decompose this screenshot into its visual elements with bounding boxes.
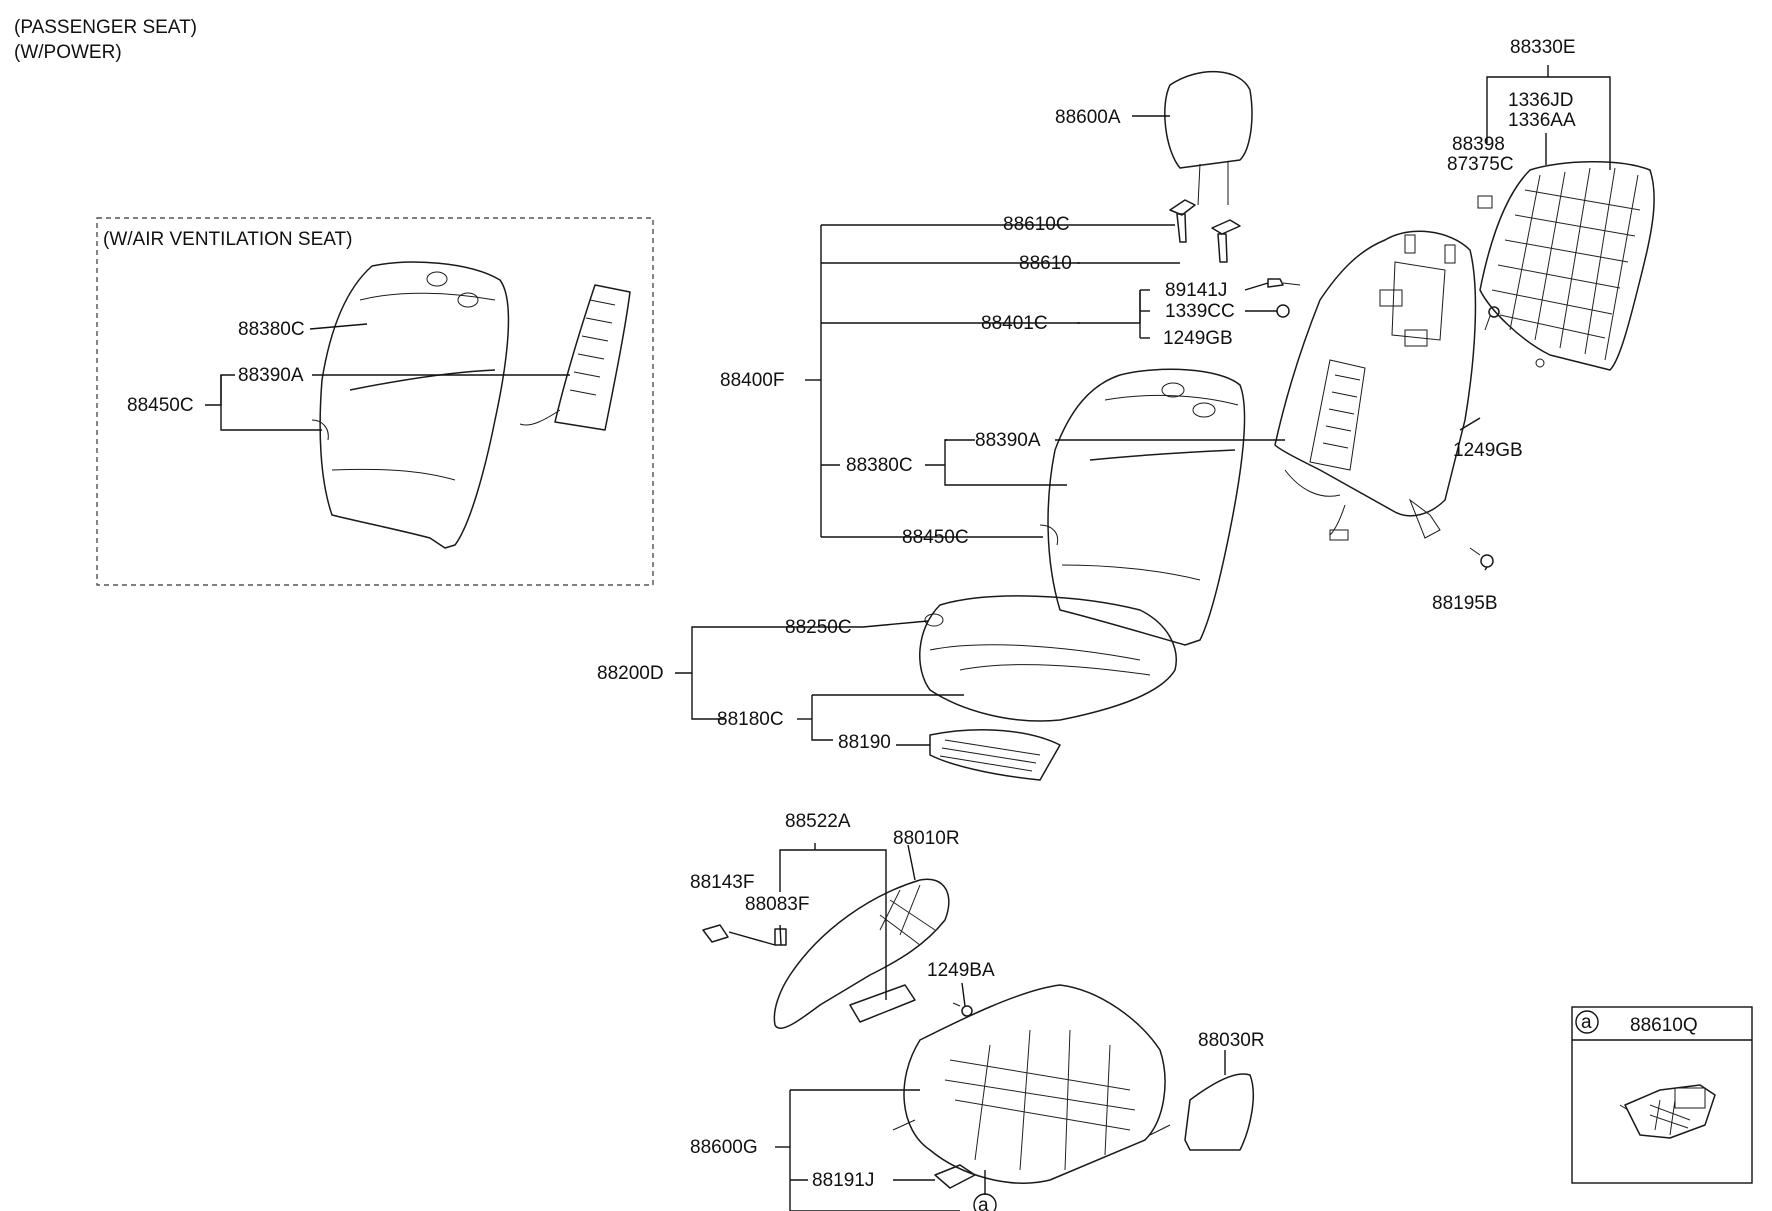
seatback-frame (1274, 230, 1477, 541)
label-88398: 88398 (1452, 134, 1505, 155)
callout-a-letter: a (978, 1195, 989, 1211)
nut-1339cc (1276, 304, 1290, 318)
label-1339cc: 1339CC (1165, 301, 1235, 322)
label-88610c: 88610C (1003, 214, 1070, 235)
ventilation-pad (519, 284, 631, 431)
label-88191j: 88191J (812, 1170, 874, 1191)
label-88083f: 88083F (745, 894, 809, 915)
ventilation-box-title: (W/AIR VENTILATION SEAT) (103, 229, 352, 250)
switch-module (849, 984, 916, 1023)
ventilation-seatback-cover (311, 261, 510, 549)
callout-a-marker (973, 1193, 997, 1211)
detail-box-marker: a (1581, 1012, 1592, 1033)
label-88401c: 88401C (981, 313, 1048, 334)
ventilation-seat-box: (W/AIR VENTILATION SEAT) 88380C 88390A 8… (96, 217, 654, 586)
bolt-88195b (1469, 547, 1494, 568)
detail-box-88610q: a 88610Q (1571, 1006, 1753, 1184)
motor-88610q (1619, 1084, 1716, 1139)
screw-1249ba (952, 1002, 973, 1017)
seat-cushion-heater (929, 729, 1061, 781)
label-1249gb-right: 1249GB (1453, 440, 1523, 461)
label-1336aa: 1336AA (1508, 110, 1576, 131)
label-88600g: 88600G (690, 1137, 758, 1158)
label-88330e: 88330E (1510, 37, 1576, 58)
vent-label-88390a: 88390A (238, 365, 304, 386)
headrest (1164, 70, 1253, 263)
label-88600a: 88600A (1055, 107, 1121, 128)
label-88400f: 88400F (720, 370, 784, 391)
seat-track-frame-88600g (892, 984, 1171, 1184)
detail-box-part-label: 88610Q (1630, 1015, 1698, 1036)
header-w-power: (W/POWER) (14, 42, 122, 63)
label-1249gb-upper: 1249GB (1163, 328, 1233, 349)
label-88190: 88190 (838, 732, 891, 753)
label-88610: 88610 (1019, 253, 1072, 274)
label-88200d: 88200D (597, 663, 664, 684)
seatback-cover (1039, 368, 1246, 646)
side-cover-88010r (773, 878, 950, 1029)
header-passenger-seat: (PASSENGER SEAT) (14, 17, 197, 38)
label-1249ba: 1249BA (927, 960, 995, 981)
label-88030r: 88030R (1198, 1030, 1265, 1051)
label-88250c: 88250C (785, 617, 852, 638)
label-88010r: 88010R (893, 828, 960, 849)
label-89141j: 89141J (1165, 280, 1227, 301)
vent-label-88450c: 88450C (127, 395, 194, 416)
seat-cushion (919, 595, 1177, 722)
label-88450c: 88450C (902, 527, 969, 548)
label-87375c: 87375C (1447, 154, 1514, 175)
label-88143f: 88143F (690, 872, 754, 893)
cover-88030r (1184, 1073, 1254, 1151)
label-1336jd: 1336JD (1508, 90, 1574, 111)
label-88195b: 88195B (1432, 593, 1498, 614)
seatback-board (1477, 161, 1655, 371)
bolt-1249gb (1484, 306, 1500, 331)
module-88191j (934, 1164, 976, 1189)
bolt-89141j (1267, 278, 1301, 288)
label-88522a: 88522A (785, 811, 851, 832)
vent-label-88380c: 88380C (238, 319, 305, 340)
label-88390a: 88390A (975, 430, 1041, 451)
switch-knob-88143f (702, 924, 729, 943)
label-88380c: 88380C (846, 455, 913, 476)
label-88180c: 88180C (717, 709, 784, 730)
